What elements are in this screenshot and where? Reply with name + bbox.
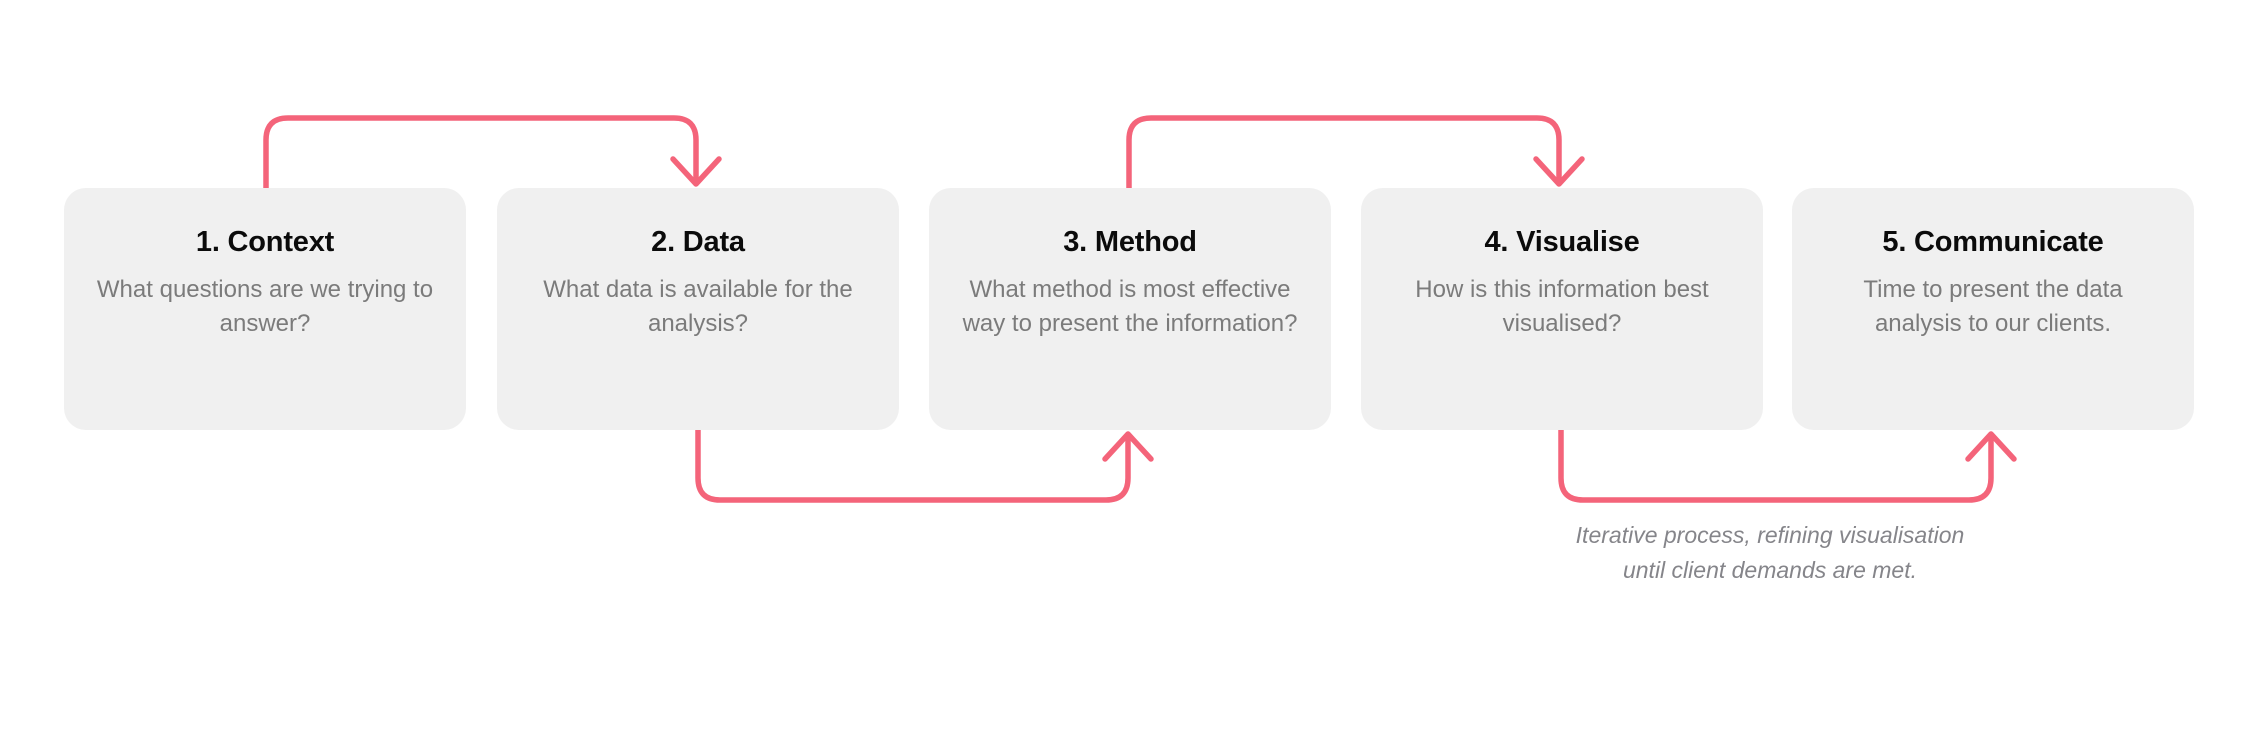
step-card-data[interactable]: 2. Data What data is available for the a… — [497, 188, 899, 430]
step-title: 4. Visualise — [1484, 226, 1640, 258]
step-card-method[interactable]: 3. Method What method is most effective … — [929, 188, 1331, 430]
step-description: Time to present the data analysis to our… — [1863, 276, 2123, 338]
step-description: What data is available for the analysis? — [543, 276, 853, 338]
feedback-arrow-visualise-to-communicate — [1558, 427, 2017, 503]
step-description: What questions are we trying to answer? — [96, 276, 434, 338]
step-card-communicate[interactable]: 5. Communicate Time to present the data … — [1792, 188, 2194, 430]
step-title: 2. Data — [651, 226, 745, 258]
feedback-arrow-data-to-method — [695, 427, 1154, 503]
step-card-context[interactable]: 1. Context What questions are we trying … — [64, 188, 466, 430]
feedback-arrow-context-to-data — [263, 115, 722, 191]
step-title: 5. Communicate — [1882, 226, 2104, 258]
step-description: How is this information best visualised? — [1415, 276, 1709, 338]
step-description: What method is most effective way to pre… — [962, 276, 1298, 338]
feedback-arrow-method-to-visualise — [1126, 115, 1585, 191]
iterative-process-caption: Iterative process, refining visualisatio… — [1575, 522, 1965, 583]
step-title: 1. Context — [195, 226, 335, 258]
step-card-visualise[interactable]: 4. Visualise How is this information bes… — [1361, 188, 1763, 430]
step-title: 3. Method — [1063, 226, 1197, 258]
